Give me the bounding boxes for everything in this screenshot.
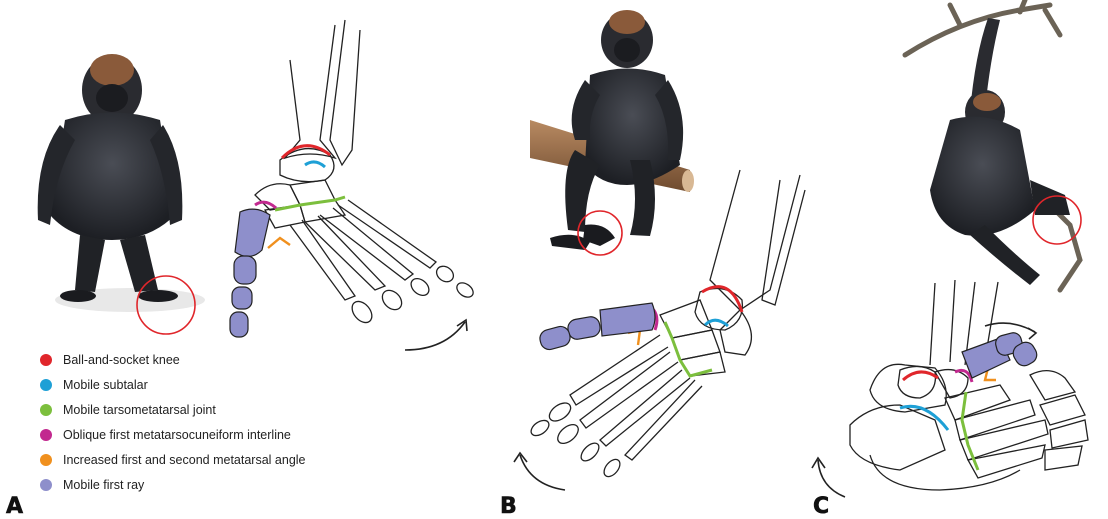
first-ray-c bbox=[962, 331, 1040, 378]
legend-label: Mobile first ray bbox=[63, 478, 144, 492]
legend-item: Increased first and second metatarsal an… bbox=[40, 447, 306, 472]
legend-item: Oblique first metatarsocuneiform interli… bbox=[40, 422, 306, 447]
subtalar-joint-c bbox=[900, 406, 948, 430]
legend-item: Mobile subtalar bbox=[40, 372, 306, 397]
legend-label: Oblique first metatarsocuneiform interli… bbox=[63, 428, 291, 442]
tarsometatarsal-line-b bbox=[665, 322, 712, 376]
rotation-arrow-b bbox=[520, 455, 565, 490]
knee-joint-b bbox=[702, 287, 742, 312]
legend-item: Ball-and-socket knee bbox=[40, 347, 306, 372]
rotation-arrow-a bbox=[405, 322, 465, 350]
foot-skeleton-a bbox=[255, 20, 476, 326]
subtalar-joint-a bbox=[305, 162, 325, 167]
legend-label: Mobile tarsometatarsal joint bbox=[63, 403, 216, 417]
gorilla-sitting bbox=[550, 10, 683, 250]
legend-item: Mobile tarsometatarsal joint bbox=[40, 397, 306, 422]
knee-joint-c bbox=[903, 372, 938, 380]
legend-swatch bbox=[40, 404, 52, 416]
legend-swatch bbox=[40, 454, 52, 466]
legend-label: Ball-and-socket knee bbox=[63, 353, 180, 367]
legend-label: Mobile subtalar bbox=[63, 378, 148, 392]
first-ray-a bbox=[230, 209, 270, 337]
panel-label-b: B bbox=[500, 494, 517, 519]
tarsometatarsal-line-a bbox=[275, 197, 345, 210]
legend-swatch bbox=[40, 379, 52, 391]
gorilla-hanging bbox=[930, 18, 1070, 285]
legend-label: Increased first and second metatarsal an… bbox=[63, 453, 306, 467]
gorilla-standing bbox=[38, 54, 205, 312]
rotation-arrow-c-bottom bbox=[818, 460, 845, 497]
legend-item: Mobile first ray bbox=[40, 472, 306, 497]
legend-swatch bbox=[40, 354, 52, 366]
panel-label-c: C bbox=[813, 494, 829, 519]
legend-swatch bbox=[40, 479, 52, 491]
foot-skeleton-c bbox=[850, 280, 1088, 490]
subtalar-joint-b bbox=[705, 320, 728, 326]
panel-label-a: A bbox=[6, 494, 23, 519]
legend: Ball-and-socket knee Mobile subtalar Mob… bbox=[40, 347, 306, 497]
legend-swatch bbox=[40, 429, 52, 441]
metatarsal-angle-a bbox=[268, 238, 290, 248]
rotation-arrow-c-top bbox=[985, 323, 1035, 332]
